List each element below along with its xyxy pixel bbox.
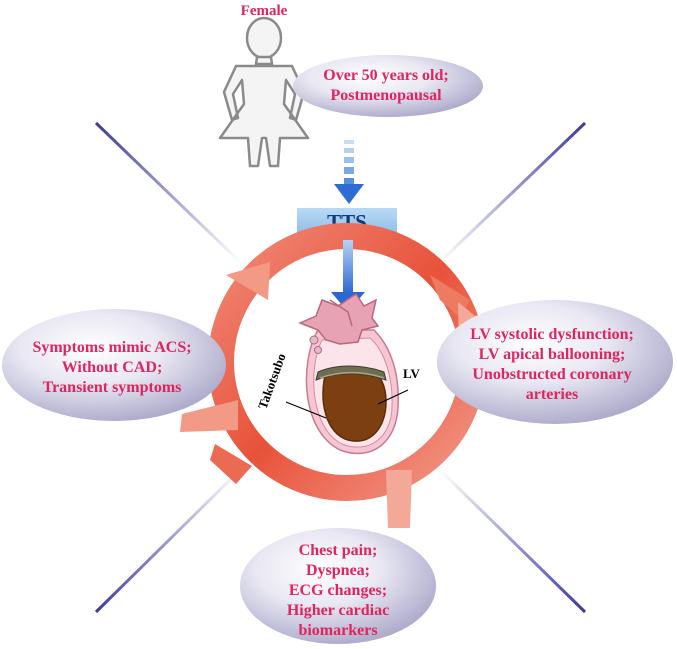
- arrow-female-to-tts: [334, 140, 364, 204]
- bottom-bubble: Chest pain; Dyspnea; ECG changes; Higher…: [240, 528, 436, 644]
- right-bubble-line-4: arteries: [526, 386, 578, 403]
- right-bubble-line-3: Unobstructed coronary: [472, 366, 631, 383]
- heart-illustration: [285, 292, 409, 455]
- diagonal-line-top-left: [94, 121, 242, 264]
- right-bubble-line-2: LV apical ballooning;: [479, 346, 626, 363]
- right-bubble-line-1: LV systolic dysfunction;: [470, 326, 634, 343]
- bottom-bubble-line-2: Dyspnea;: [306, 562, 370, 579]
- bottom-bubble-line-5: biomarkers: [298, 622, 377, 639]
- female-label: Female: [241, 3, 288, 19]
- takotsubo-pointer: [285, 401, 327, 419]
- lv-label: LV: [403, 366, 420, 381]
- left-bubble: Symptoms mimic ACS; Without CAD; Transie…: [2, 309, 226, 421]
- bottom-bubble-line-1: Chest pain;: [299, 542, 378, 559]
- lv-pointer: [377, 389, 409, 405]
- age-bubble-line-1: Over 50 years old;: [323, 67, 448, 84]
- left-bubble-line-1: Symptoms mimic ACS;: [32, 339, 191, 356]
- diagonal-lines: [94, 121, 587, 614]
- diagonal-line-bottom-left: [94, 468, 242, 614]
- diagonal-line-bottom-right: [438, 468, 587, 614]
- takotsubo-label: Takotsubo: [255, 351, 289, 411]
- age-bubble-line-2: Postmenopausal: [330, 87, 442, 104]
- bottom-bubble-line-4: Higher cardiac: [287, 602, 389, 619]
- female-figure-icon: [218, 16, 310, 168]
- age-bubble: Over 50 years old; Postmenopausal: [293, 55, 483, 117]
- heart-great-vessels: [298, 292, 380, 345]
- bottom-bubble-line-3: ECG changes;: [289, 582, 387, 599]
- right-bubble: LV systolic dysfunction; LV apical ballo…: [437, 300, 673, 424]
- diagonal-line-top-right: [438, 121, 587, 264]
- left-bubble-line-3: Transient symptoms: [43, 379, 182, 396]
- left-bubble-line-2: Without CAD;: [62, 359, 163, 376]
